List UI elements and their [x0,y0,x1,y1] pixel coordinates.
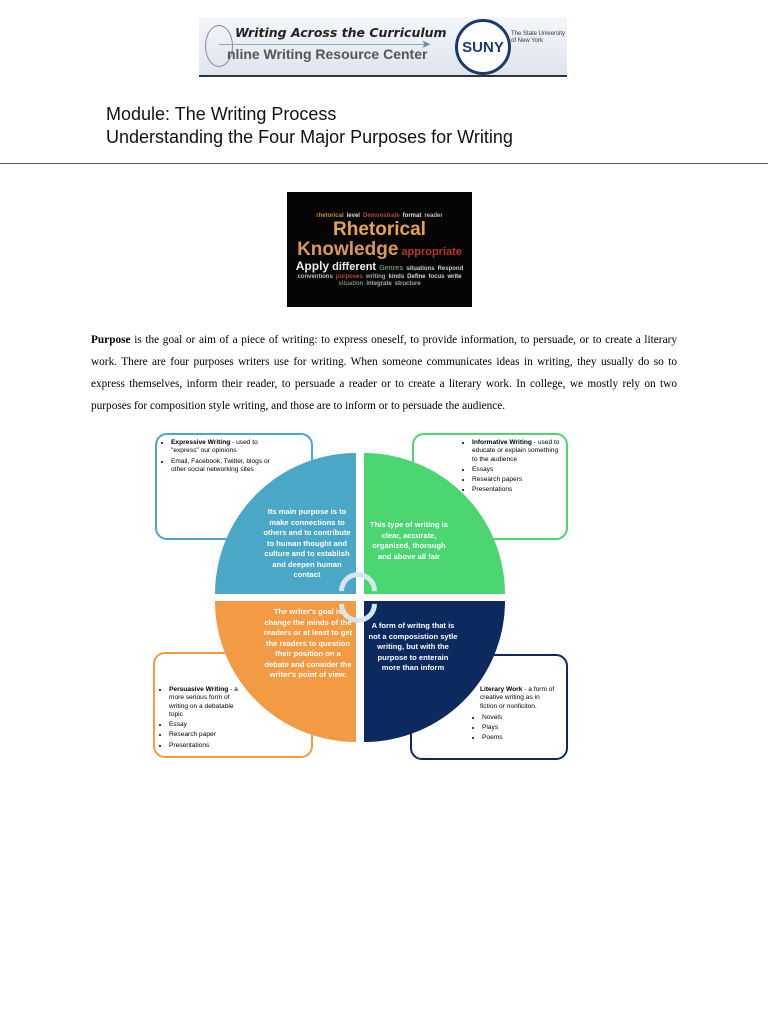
list-item: Presentations [472,486,560,494]
word-cloud-word: Rhetorical [333,218,426,240]
word-cloud-word: different [332,260,377,273]
module-title: Module: The Writing Process [106,104,337,124]
word-cloud-word: structure [394,280,421,287]
word-cloud-word: Apply [295,258,330,273]
word-cloud-word: format [402,212,422,219]
list-item: Plays [482,724,558,732]
list-item: Presentations [169,742,249,750]
list-item: Research papers [472,476,560,484]
informative-desc: - used to educate or explain something t… [472,439,560,463]
word-cloud-word: purposes [335,273,363,280]
word-cloud-word: situations [406,265,435,272]
literary-desc: - a form of creative writing as in ficti… [480,686,555,710]
banner-line-1: Writing Across the Curriculum [235,25,447,40]
word-cloud-word: Demonstrate [362,212,400,219]
persuasive-quadrant: The writer's goal is change the minds of… [215,601,356,742]
word-cloud-word: integrate [366,280,392,287]
page-title: Understanding the Four Major Purposes fo… [106,127,513,147]
list-item: Email, Facebook, Twitter, blogs or other… [171,458,281,475]
word-cloud-word: conventions [297,273,333,280]
informative-title: Informative Writing [472,439,532,446]
suny-logo-subtitle: The State University of New York [511,31,566,44]
word-cloud-word: level [346,212,360,219]
banner-divider [219,44,429,45]
word-cloud-word: reader [424,212,443,219]
persuasive-center-text: The writer's goal is change the minds of… [263,607,353,679]
logo-circle-mark [205,25,233,67]
list-item: Essay [169,721,249,729]
suny-logo: SUNY [455,19,511,75]
list-item: Research paper [169,731,249,739]
word-cloud-word: write [447,273,462,280]
word-cloud-word: situation [338,280,364,287]
word-cloud-word: Respond [437,265,464,272]
word-cloud-word: Genres [379,264,404,272]
divider [0,163,768,164]
list-item: Poems [482,734,558,742]
banner-line-2: nline Writing Resource Center [227,46,428,62]
purpose-term: Purpose [91,334,131,346]
purpose-paragraph: Purpose is the goal or aim of a piece of… [91,329,677,417]
persuasive-title: Persuasive Writing [169,686,229,693]
word-cloud-word: kinds [388,273,405,280]
word-cloud-word: writing [365,273,386,280]
literary-title: Literary Work [480,686,523,693]
expressive-title: Expressive Writing [171,439,231,446]
word-cloud-word: focus [428,273,445,280]
word-cloud-word: appropriate [401,245,462,258]
informative-center-text: This type of writing is clear, accurate,… [369,520,449,561]
expressive-center-text: Its main purpose is to make connections … [263,507,351,579]
literary-center-text: A form of writng that is not a composist… [368,621,458,672]
list-item: Essays [472,466,560,474]
arrow-icon: ➤ [421,37,432,51]
persuasive-desc: - a more serious form of writing on a de… [169,686,238,718]
expressive-desc: - used to "express" our opinions [171,439,258,455]
word-cloud-word: Define [407,273,426,280]
purpose-text: is the goal or aim of a piece of writing… [91,334,677,412]
header-banner: Writing Across the Curriculum ➤ nline Wr… [199,17,567,77]
word-cloud-word: Knowledge [297,238,399,260]
list-item: Novels [482,714,558,722]
word-cloud-word: rhetorical [316,212,344,219]
